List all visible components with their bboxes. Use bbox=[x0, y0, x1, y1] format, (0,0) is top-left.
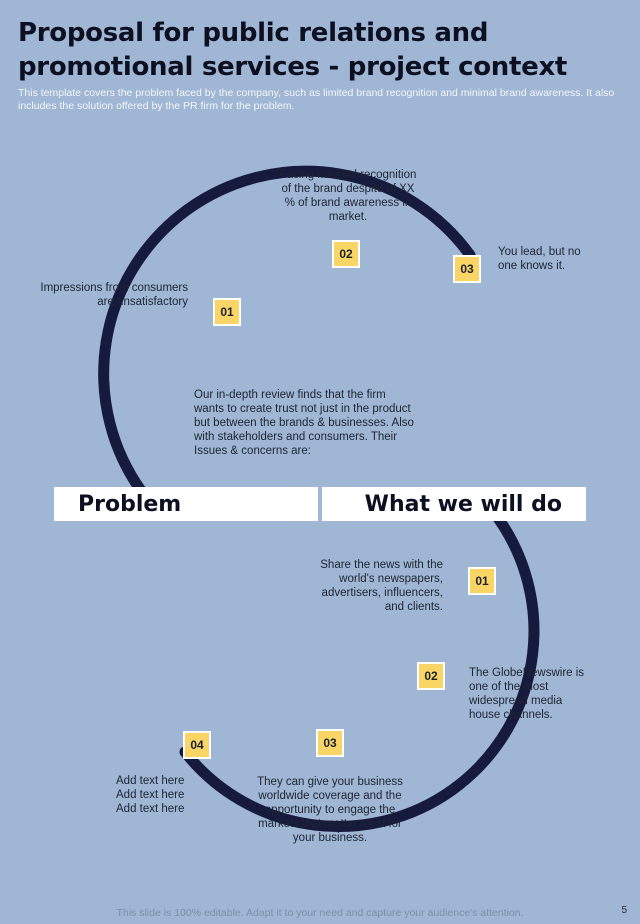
page-title: Proposal for public relations and promot… bbox=[18, 18, 568, 82]
solution-item-1-text: Share the news with the world's newspape… bbox=[320, 559, 443, 613]
solution-item-1-badge: 01 bbox=[468, 567, 496, 595]
problem-item-2-text: Facing minimal recognition of the brand … bbox=[279, 169, 417, 223]
solution-item-3-text: They can give your business worldwide co… bbox=[257, 776, 403, 844]
solution-item-2-text: The GlobeNewswire is one of the most wid… bbox=[469, 667, 585, 721]
problem-intro-text: Our in-depth review finds that the firm … bbox=[194, 389, 414, 457]
problem-banner: Problem bbox=[54, 487, 318, 521]
page-number: 5 bbox=[621, 905, 627, 916]
solution-item-2-badge: 02 bbox=[417, 662, 445, 690]
problem-item-1-badge: 01 bbox=[213, 298, 241, 326]
solution-item-4-text: Add text here Add text here Add text her… bbox=[116, 775, 185, 815]
solution-item-4-badge: 04 bbox=[183, 731, 211, 759]
problem-item-3-text: You lead, but no one knows it. bbox=[498, 246, 581, 272]
problem-item-2-badge: 02 bbox=[332, 240, 360, 268]
problem-item-3-badge: 03 bbox=[453, 255, 481, 283]
solution-banner-label: What we will do bbox=[364, 491, 562, 517]
problem-banner-label: Problem bbox=[78, 491, 182, 517]
footer-note: This slide is 100% editable. Adapt it to… bbox=[116, 907, 524, 919]
solution-item-3-badge: 03 bbox=[316, 729, 344, 757]
solution-arc bbox=[179, 504, 540, 832]
page-subtitle: This template covers the problem faced b… bbox=[18, 87, 615, 112]
solution-banner: What we will do bbox=[322, 487, 586, 521]
problem-arc bbox=[98, 165, 476, 498]
problem-item-1-text: Impressions from consumers are unsatisfa… bbox=[40, 282, 188, 308]
